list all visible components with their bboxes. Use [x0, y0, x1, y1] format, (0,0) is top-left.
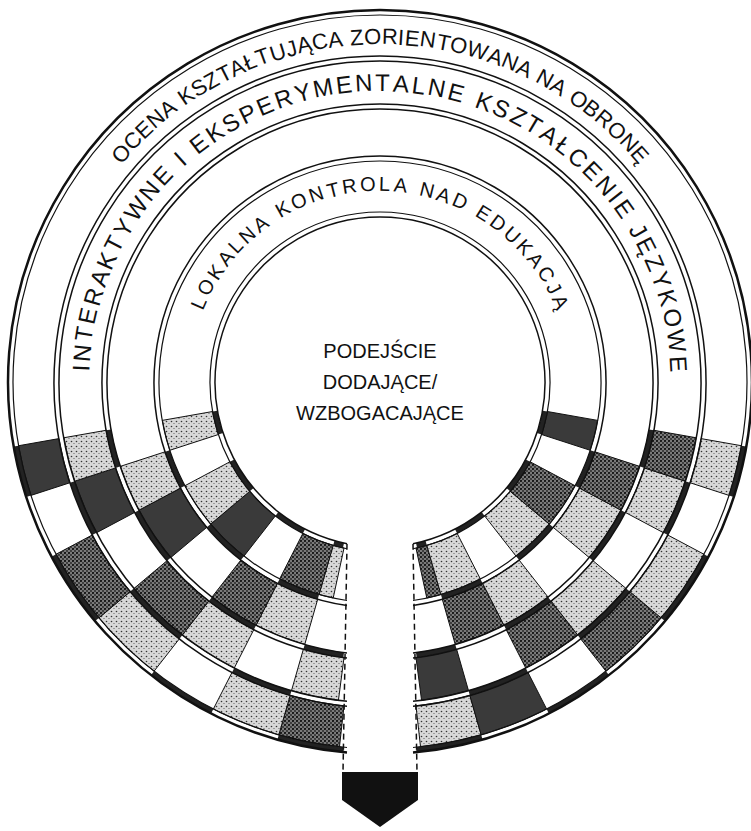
ring-letter: R [382, 26, 399, 48]
ring-tick [575, 450, 595, 488]
ring-letter: Ą [549, 292, 573, 312]
arrow-head [342, 772, 418, 827]
ring-line [54, 56, 706, 706]
ring-tick [547, 671, 609, 713]
ring-tick [277, 579, 319, 599]
ring-tick [663, 481, 690, 535]
ring-tick [52, 554, 99, 621]
ring-letter: T [72, 325, 98, 343]
center-circle: PODEJŚCIE DODAJĄCE/ WZBOGACAJĄCE [215, 217, 545, 547]
ring-letter: E [75, 306, 102, 327]
hatched-cell [134, 561, 209, 635]
stem [342, 542, 418, 827]
ring-letter: O [364, 26, 382, 48]
ring-line [8, 10, 751, 753]
ring-letter: T [375, 71, 390, 95]
ring-letter: E [335, 72, 354, 98]
ring-letter: E [445, 79, 467, 106]
ring-line [159, 161, 601, 601]
hatched-cell [551, 561, 626, 635]
ring-tick [130, 588, 182, 639]
ring-letter: L [411, 73, 427, 99]
ring-letter: K [653, 287, 681, 309]
center-label: PODEJŚCIE DODAJĄCE/ WZBOGACAJĄCE [280, 336, 480, 429]
ring-letter: O [658, 306, 685, 329]
ring-letter [409, 177, 418, 198]
ring-line [107, 109, 653, 653]
ring-line [210, 212, 550, 549]
ring-tick [207, 524, 244, 560]
ring-tick [661, 554, 708, 621]
ring-tick [441, 579, 483, 599]
ring-letter: Y [292, 80, 314, 107]
ring-tick [70, 481, 97, 535]
ring-letter: T [325, 179, 342, 201]
hatched-cell [542, 412, 598, 451]
ring-tick [14, 446, 31, 497]
ring-letter: I [170, 148, 191, 170]
hatched-cell [212, 560, 277, 625]
ring-tick [165, 450, 185, 488]
ring-letter: N [426, 75, 448, 102]
stem-ground [347, 542, 413, 772]
ring-letter: N [354, 71, 373, 96]
hatched-cell [162, 412, 218, 451]
ring-tick [589, 510, 625, 561]
ring-line [59, 61, 701, 701]
ring-letter: Z [349, 26, 364, 49]
hatched-cell [483, 560, 548, 625]
ring-letter: N [70, 343, 96, 363]
ring-tick [729, 446, 746, 497]
ring-letter: E [404, 27, 421, 50]
ring-letter: R [79, 285, 107, 308]
ring-letter: A [327, 28, 344, 52]
ring-line [154, 156, 606, 606]
ring-letter: O [360, 174, 377, 195]
ring-line [102, 104, 658, 658]
ring-letter: D [450, 189, 471, 213]
ring-line [13, 15, 747, 748]
ring-letter: N [306, 183, 326, 207]
ring-tick [135, 510, 171, 561]
ring-tick [516, 524, 553, 560]
ring-tick [209, 597, 256, 630]
ring-letter: N [418, 178, 437, 201]
ring-letter: I [69, 364, 93, 372]
ring-letter: A [392, 71, 410, 96]
ring-tick [578, 588, 630, 639]
ring-letter: R [341, 175, 358, 197]
ring-letter: W [663, 328, 690, 354]
ring-letter: A [393, 174, 408, 195]
ring-letter: M [311, 75, 335, 102]
center-outline [215, 217, 545, 544]
ring-tick [504, 597, 551, 630]
ring-letter: E [666, 355, 691, 372]
ring-tick [151, 671, 213, 713]
ring-letter: L [379, 174, 391, 194]
